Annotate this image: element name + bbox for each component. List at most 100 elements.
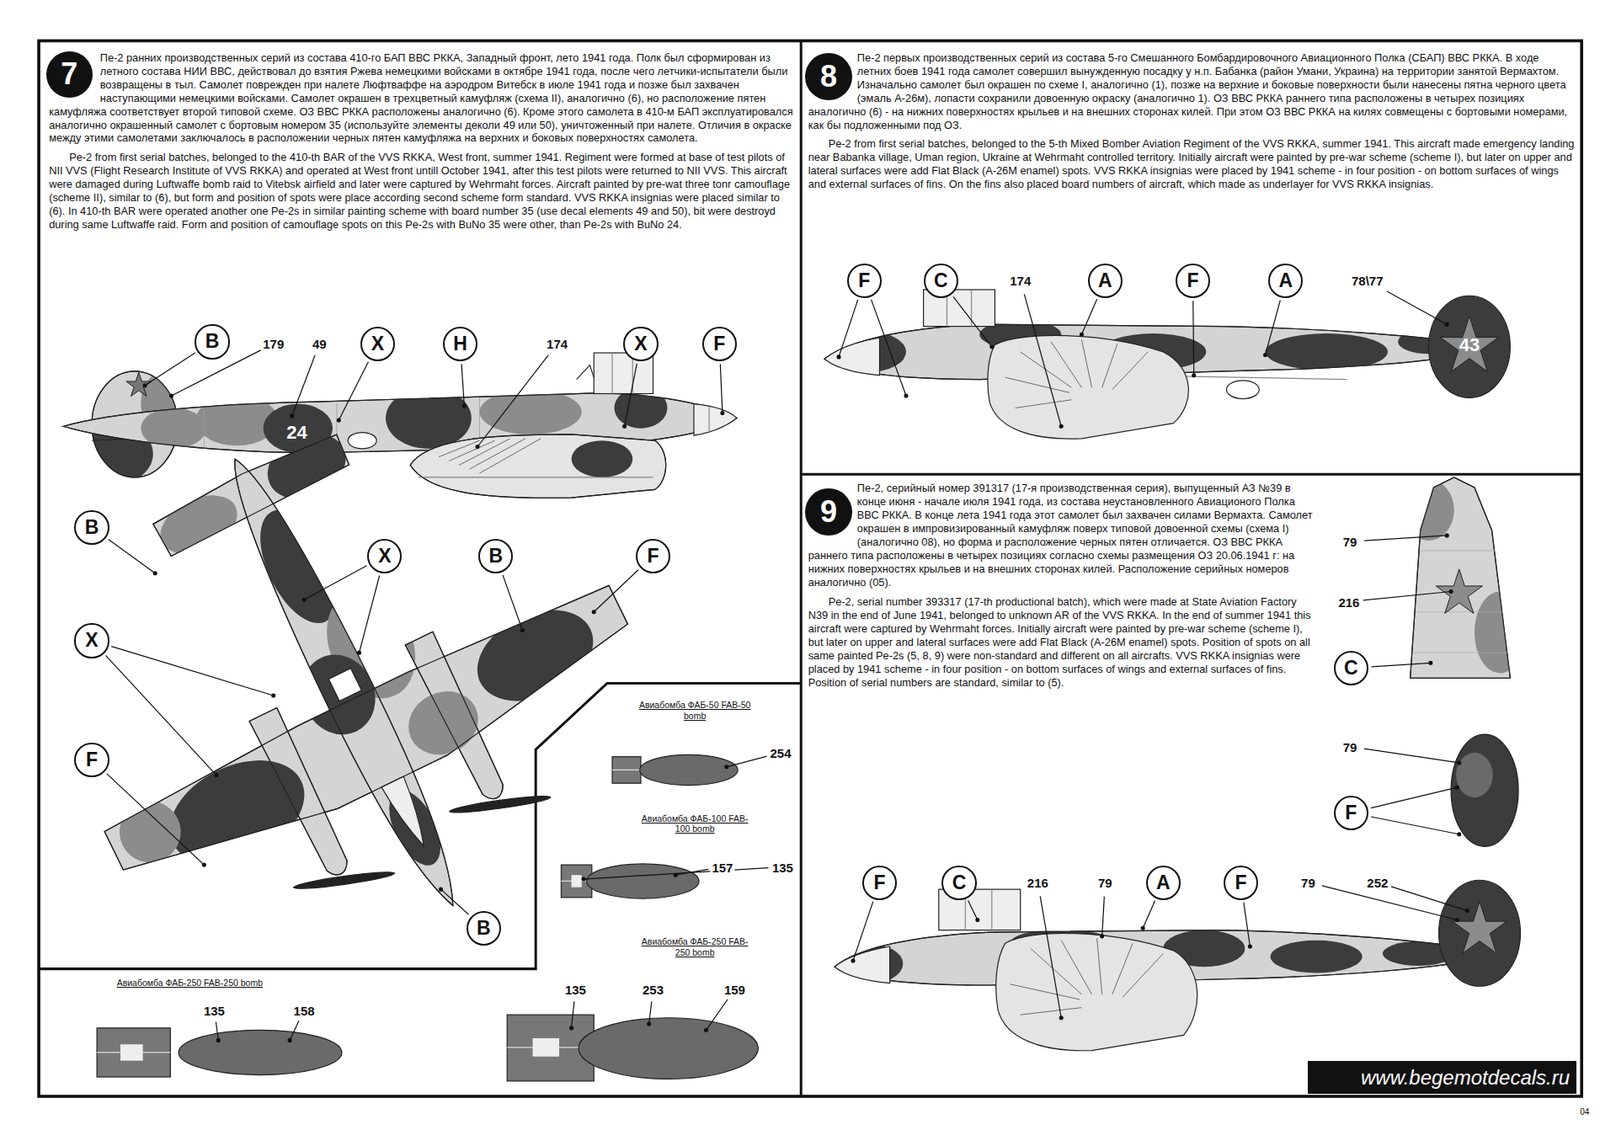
leader-line <box>853 901 874 961</box>
callout-letter: B <box>205 331 220 352</box>
color-callout: C <box>923 263 959 299</box>
callout-letter: A <box>1098 271 1113 291</box>
profile-7-side <box>63 352 737 498</box>
callout-letter: X <box>371 334 384 354</box>
color-callout: C <box>1333 650 1369 686</box>
profile-9-side-part-part <box>1061 940 1092 995</box>
fin-plan-view-part <box>1413 550 1507 653</box>
leader-dot <box>1445 533 1449 538</box>
text-flow: Пе-2 ранних производственных серий из со… <box>48 51 797 233</box>
text-flow: Пе-2, серийный номер 391317 (17-я произв… <box>808 481 1319 690</box>
fin-plan-view-part-part <box>1420 550 1495 552</box>
leader-line <box>953 296 992 347</box>
profile-9-side-part-part <box>1097 938 1103 995</box>
profile-panel: Пе-2, серийный номер 391317 (17-я произв… <box>800 474 1582 1097</box>
leader-line <box>1322 885 1457 921</box>
profile-9-side-part <box>991 889 992 930</box>
leader-line <box>1040 896 1062 1018</box>
leader-dot <box>623 424 627 428</box>
color-callout: F <box>74 742 109 778</box>
leader-dot <box>1248 944 1252 949</box>
color-callout: B <box>466 911 502 946</box>
profile-8-side-part-part <box>1015 400 1072 409</box>
leader-line <box>593 570 639 613</box>
profile-7-top-part <box>381 776 435 852</box>
color-callout: F <box>702 326 737 362</box>
profile-7-top-part <box>213 448 476 917</box>
leader-dot <box>153 571 157 576</box>
bombs-part <box>612 769 641 771</box>
callout-number: 179 <box>261 337 286 351</box>
callout-letter: X <box>378 546 391 566</box>
color-callout: F <box>1175 263 1211 299</box>
leader-dot <box>214 773 219 778</box>
profile-7-side-part <box>203 397 480 453</box>
bombs-part <box>178 1029 342 1075</box>
callout-number: 216 <box>1336 595 1361 608</box>
leader-dot <box>1192 373 1196 378</box>
bombs-part <box>533 1038 560 1057</box>
callout-number: 135 <box>770 860 795 874</box>
leader-line <box>292 355 316 416</box>
profile-7-side-part <box>410 434 667 498</box>
fin-plan-view-part-part <box>1402 479 1455 541</box>
leader-lines <box>106 291 1470 1042</box>
leader-line <box>1081 298 1097 335</box>
leader-dot <box>904 394 908 398</box>
profile-7-side-part <box>611 352 613 394</box>
bomb-panel: Авиабомба ФАБ-50 FAB-50 bombАвиабомба ФА… <box>38 683 801 1098</box>
fin-plan-view-part-part <box>1413 652 1507 654</box>
callout-letter: B <box>85 517 100 538</box>
profile-8-side-part-part <box>1102 343 1118 388</box>
leader-dot <box>143 384 147 388</box>
leader-line <box>571 1001 575 1029</box>
callout-number: 174 <box>544 337 570 351</box>
callout-number: 253 <box>640 983 666 997</box>
profile-7-top-part <box>150 429 353 558</box>
leader-dot <box>1457 761 1462 765</box>
leader-line <box>1391 886 1467 912</box>
frames <box>38 40 1582 1097</box>
color-callout: H <box>442 326 478 362</box>
profile-8-side-part <box>1226 380 1260 400</box>
leader-dot <box>290 414 294 418</box>
leader-dot <box>570 1026 574 1030</box>
profile-7-top-part <box>448 793 551 816</box>
leader-line <box>477 355 549 448</box>
bomb-title: Авиабомба ФАБ-250 FAB-250 bomb <box>637 936 752 958</box>
leader-line <box>359 576 380 654</box>
profile-9-side-part <box>1452 901 1508 954</box>
color-callout: B <box>478 538 513 574</box>
profile-7-side-part-part <box>448 440 496 461</box>
profile-8-side <box>824 289 1510 439</box>
profile-7-side-part <box>693 404 737 437</box>
profile-9-side-part-part <box>1010 984 1080 1000</box>
leader-line <box>1370 787 1457 809</box>
color-callout: B <box>74 510 109 545</box>
leader-dot <box>272 693 276 698</box>
profile-7-side-part <box>571 440 634 478</box>
callout-number: 157 <box>709 860 735 874</box>
leader-dot <box>1264 353 1268 358</box>
callout-letter: A <box>1156 873 1171 893</box>
leader-line <box>1363 591 1451 600</box>
color-callout: F <box>862 865 897 901</box>
bombs-part <box>571 874 582 888</box>
leader-dot <box>520 629 524 633</box>
leader-dot <box>216 1038 220 1042</box>
profile-9-side-part-part <box>1112 943 1133 995</box>
profile-7-top-part <box>0 358 653 984</box>
color-callout: B <box>194 324 230 359</box>
profile-8-side-part-part <box>1265 333 1388 371</box>
profile-9-side-part <box>996 933 1198 1051</box>
leader-line <box>726 756 768 768</box>
color-callout: F <box>635 538 671 574</box>
bombs-part <box>120 1044 144 1061</box>
fin-plan-view-part <box>1402 479 1526 673</box>
leader-line <box>1371 662 1431 667</box>
profile-7-top-part <box>405 631 511 805</box>
leader-dot <box>720 411 725 416</box>
callout-number: 49 <box>310 337 329 351</box>
leader-line <box>706 999 729 1031</box>
color-callout: F <box>1333 795 1369 831</box>
